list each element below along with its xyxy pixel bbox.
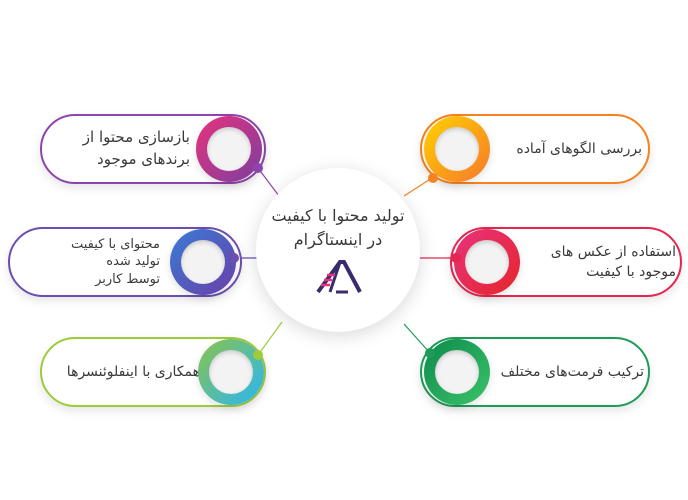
item-mid-right-dot <box>451 253 461 263</box>
item-bottom-left-dot <box>253 350 263 360</box>
item-bottom-right-line1: ترکیب فرمت‌های مختلف <box>500 363 644 380</box>
item-bottom-left-text: همکاری با اینفلوئنسرها <box>50 337 200 407</box>
item-mid-right-text: استفاده از عکس های موجود با کیفیت <box>520 227 676 297</box>
center-hub: تولید محتوا با کیفیت در اینستاگرام <box>256 168 420 332</box>
item-mid-right-line1: استفاده از عکس های <box>550 243 676 260</box>
item-top-left-text: بازسازی محتوا از برندهای موجود <box>70 114 190 184</box>
item-bottom-right-ring <box>424 339 490 405</box>
item-bottom-left-line1: همکاری با اینفلوئنسرها <box>66 363 200 380</box>
center-title-line1: تولید محتوا با کیفیت <box>271 206 405 225</box>
item-top-right-ring <box>424 116 490 182</box>
center-title: تولید محتوا با کیفیت در اینستاگرام <box>272 204 405 252</box>
item-top-left-dot <box>253 163 263 173</box>
item-mid-left-line1: محتوای با کیفیت <box>70 236 160 252</box>
item-top-left-ring <box>196 116 262 182</box>
item-bottom-right-text: ترکیب فرمت‌های مختلف <box>492 337 644 407</box>
item-mid-right-ring <box>454 229 520 295</box>
item-top-right-text: بررسی الگوهای آماده <box>492 114 642 184</box>
item-top-right-dot <box>428 173 438 183</box>
item-bottom-left-ring <box>198 339 264 405</box>
item-mid-left-line2: تولید شده <box>106 254 160 270</box>
connector-bottom-left <box>257 321 283 356</box>
item-top-left-line2: برندهای موجود <box>97 150 190 168</box>
connector-top-right <box>403 177 433 197</box>
item-top-left-line1: بازسازی محتوا از <box>82 128 190 147</box>
item-mid-left-text: محتوای با کیفیت تولید شده توسط کاربر <box>40 227 160 297</box>
item-mid-left-line3: توسط کاربر <box>95 271 160 287</box>
stairs-logo-icon <box>316 260 362 294</box>
item-mid-left-dot <box>229 253 239 263</box>
connector-bottom-right <box>403 323 431 354</box>
center-title-line2: در اینستاگرام <box>293 230 383 249</box>
item-mid-left-ring <box>170 229 236 295</box>
item-bottom-right-dot <box>425 348 435 358</box>
item-mid-right-line2: موجود با کیفیت <box>586 264 676 280</box>
item-top-right-line1: بررسی الگوهای آماده <box>516 140 642 157</box>
